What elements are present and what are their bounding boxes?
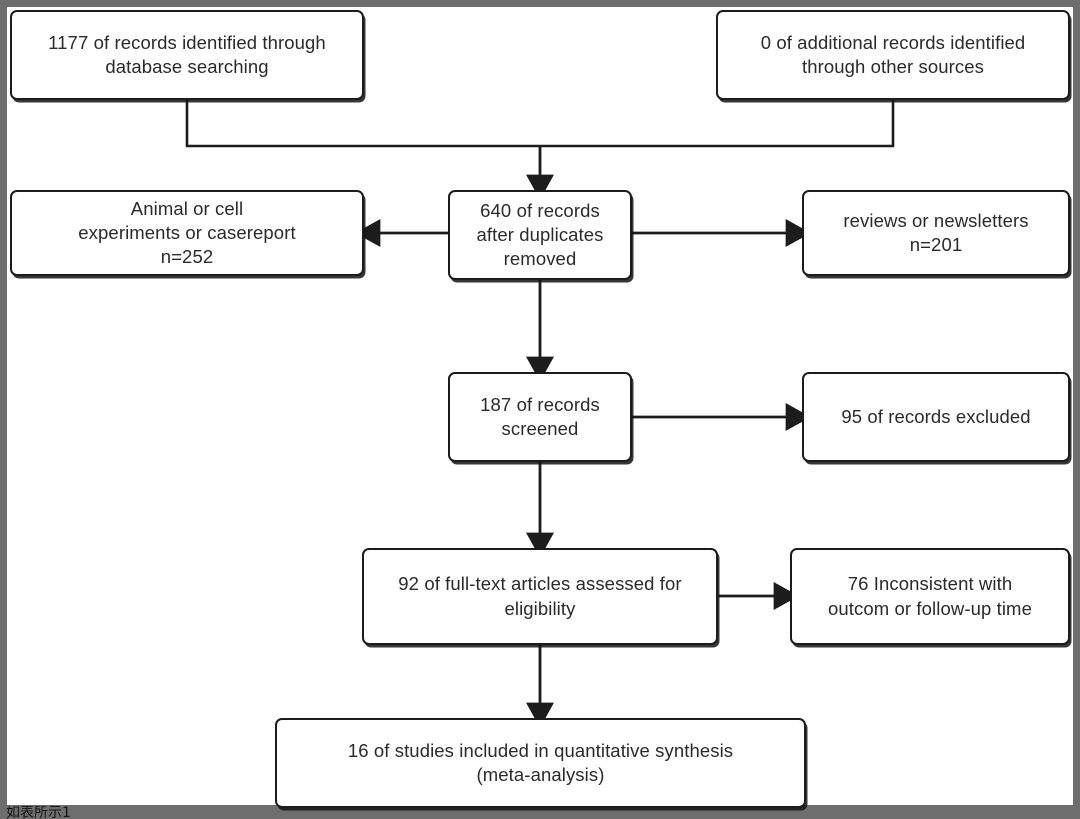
node-studies-included-quantitative-synthesis: 16 of studies included in quantitative s… xyxy=(275,718,806,808)
node-animal-cell-casereport-excluded: Animal or cell experiments or casereport… xyxy=(10,190,364,276)
node-label: 76 Inconsistent with outcom or follow-up… xyxy=(828,573,1032,619)
node-records-screened: 187 of records screened xyxy=(448,372,632,462)
node-records-excluded: 95 of records excluded xyxy=(802,372,1070,462)
edge-additional-to-duplicates xyxy=(540,100,895,148)
node-label: reviews or newsletters n=201 xyxy=(843,209,1029,255)
node-reviews-newsletters-excluded: reviews or newsletters n=201 xyxy=(802,190,1070,276)
node-label: 0 of additional records identified throu… xyxy=(760,31,1026,77)
node-label: 1177 of records identified through datab… xyxy=(48,31,326,77)
node-label: Animal or cell experiments or casereport… xyxy=(78,197,296,268)
node-full-text-articles-assessed: 92 of full-text articles assessed for el… xyxy=(362,548,718,645)
node-label: 640 of records after duplicates removed xyxy=(476,199,604,270)
node-label: 16 of studies included in quantitative s… xyxy=(347,739,734,785)
node-records-identified-other-sources: 0 of additional records identified throu… xyxy=(716,10,1070,100)
node-inconsistent-outcome-followup-excluded: 76 Inconsistent with outcom or follow-up… xyxy=(790,548,1070,645)
figure-caption: 如表所示1 xyxy=(6,806,71,819)
node-label: 92 of full-text articles assessed for el… xyxy=(398,573,682,619)
node-records-identified-database: 1177 of records identified through datab… xyxy=(10,10,364,100)
node-label: 187 of records screened xyxy=(480,393,600,439)
node-records-after-duplicates-removed: 640 of records after duplicates removed xyxy=(448,190,632,280)
node-label: 95 of records excluded xyxy=(841,405,1031,427)
edge-identified-to-duplicates xyxy=(185,100,540,148)
